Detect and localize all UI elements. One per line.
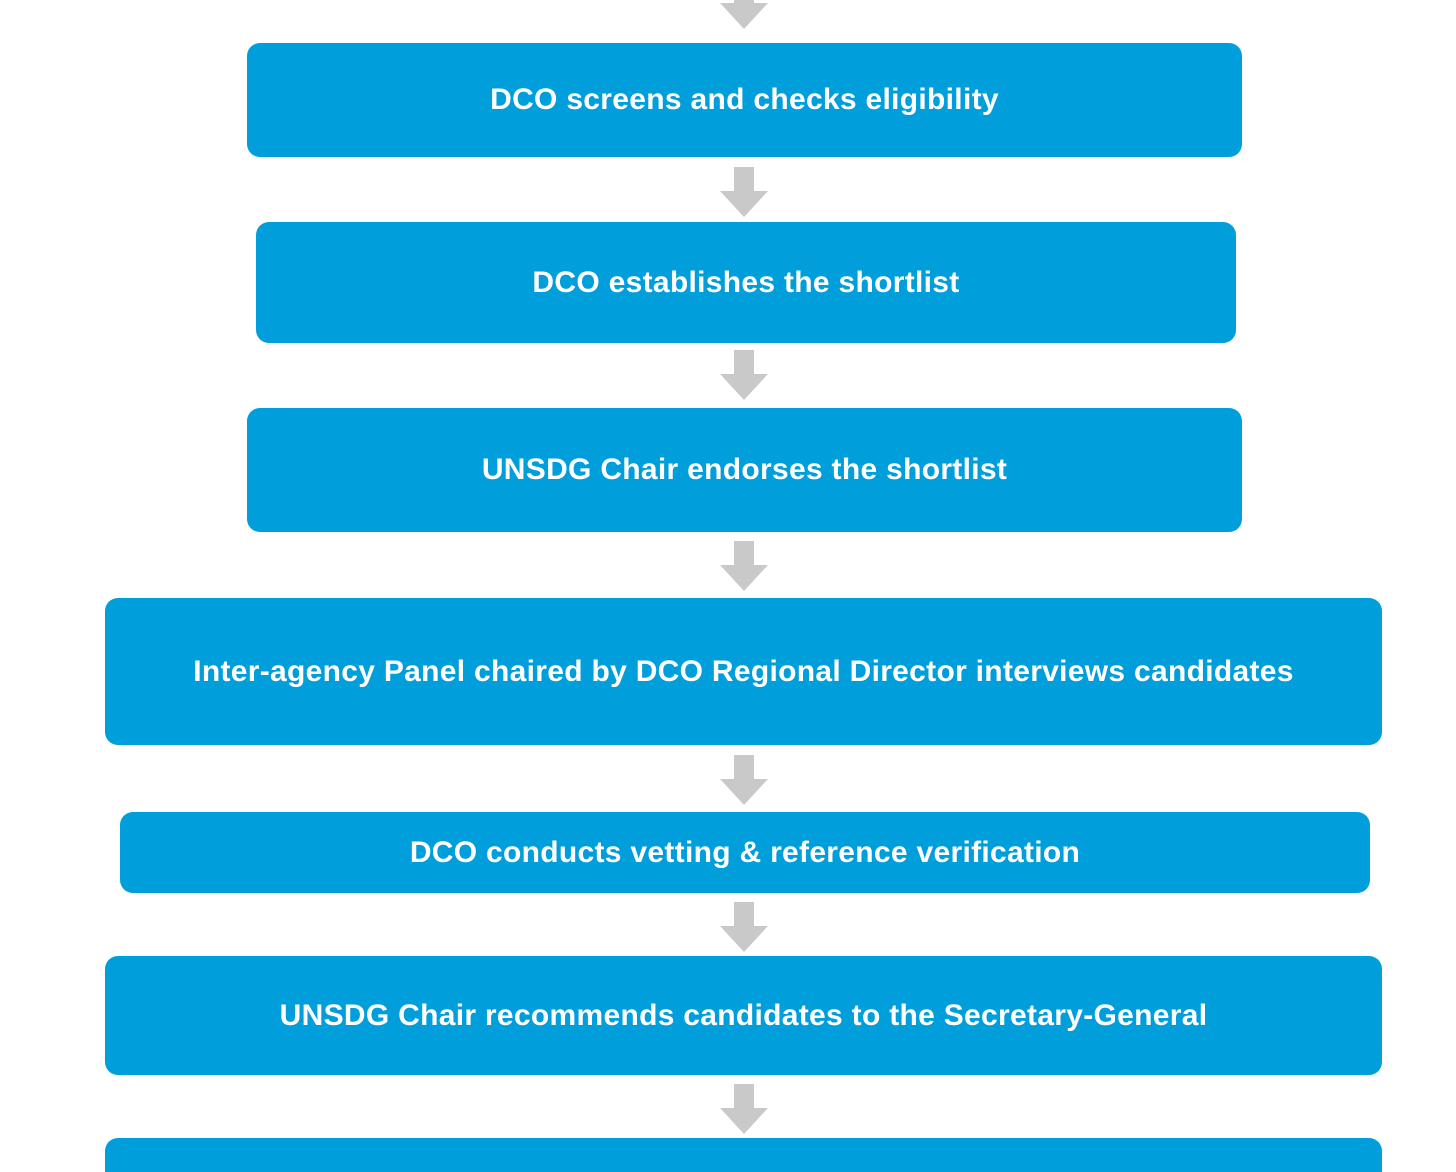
flow-step-1: DCO screens and checks eligibility <box>247 43 1242 157</box>
down-arrow-icon <box>720 0 768 29</box>
down-arrow-icon <box>720 1084 768 1134</box>
flow-step-4-label: Inter-agency Panel chaired by DCO Region… <box>193 654 1294 688</box>
down-arrow-icon <box>720 167 768 217</box>
flow-step-6: UNSDG Chair recommends candidates to the… <box>105 956 1382 1075</box>
flow-step-2: DCO establishes the shortlist <box>256 222 1236 343</box>
flow-step-3-label: UNSDG Chair endorses the shortlist <box>481 453 1008 487</box>
flow-step-2-label: DCO establishes the shortlist <box>532 265 960 299</box>
flow-step-3: UNSDG Chair endorses the shortlist <box>247 408 1242 532</box>
flow-step-5-label: DCO conducts vetting & reference verific… <box>409 835 1081 869</box>
down-arrow-icon <box>720 902 768 952</box>
flow-step-7 <box>105 1138 1382 1172</box>
flow-step-6-label: UNSDG Chair recommends candidates to the… <box>279 998 1208 1032</box>
flow-step-1-label: DCO screens and checks eligibility <box>490 83 999 117</box>
down-arrow-icon <box>720 755 768 805</box>
flow-step-4: Inter-agency Panel chaired by DCO Region… <box>105 598 1382 745</box>
flow-step-5: DCO conducts vetting & reference verific… <box>120 812 1370 893</box>
down-arrow-icon <box>720 350 768 400</box>
down-arrow-icon <box>720 541 768 591</box>
